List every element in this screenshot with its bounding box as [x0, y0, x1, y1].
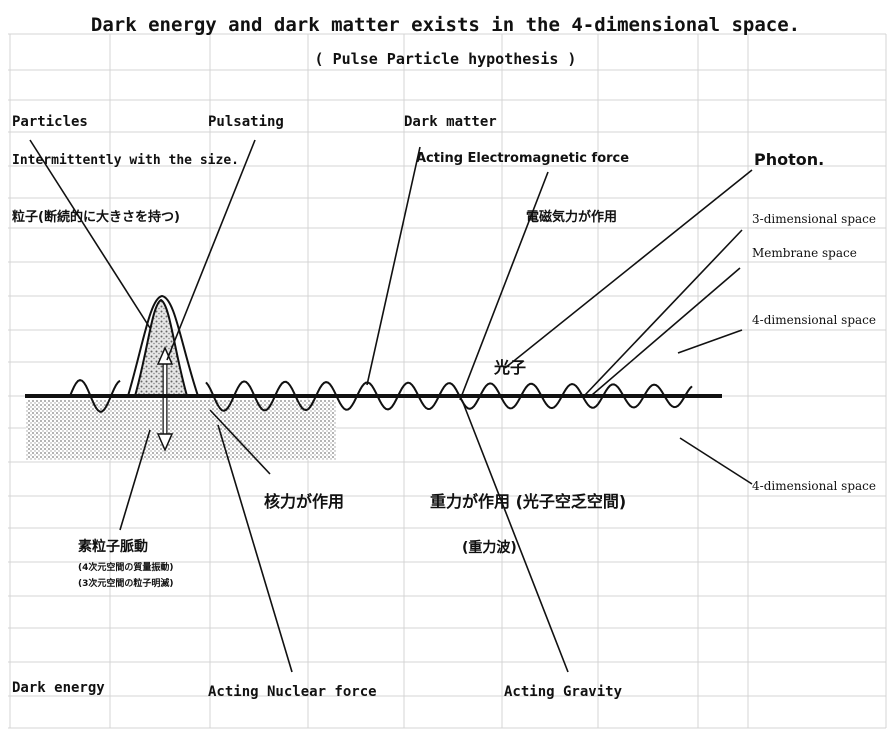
label-particle-jp: 粒子(断続的に大きさを持つ)	[12, 210, 180, 225]
dark-region-shading	[26, 400, 336, 460]
label-3d-space: 3-dimensional space	[752, 212, 876, 226]
label-4d-space-lower: 4-dimensional space	[752, 479, 876, 493]
photon-wave	[69, 379, 693, 413]
label-gravity-jp: 重力が作用 (光子空乏空間)	[430, 492, 627, 511]
label-note-particle-flicker: (3次元空間の粒子明滅)	[78, 579, 174, 589]
label-dark-energy: Dark energy	[12, 680, 105, 696]
label-nuclear-jp: 核力が作用	[264, 492, 345, 511]
leader-lines	[29, 139, 753, 673]
pulsation-arrow-head-down	[156, 433, 174, 452]
label-gravity-wave-jp: (重力波)	[462, 540, 517, 556]
label-dark-matter: Dark matter	[404, 114, 497, 130]
label-pulsating: Pulsating	[208, 114, 284, 130]
label-elementary-pulse-jp: 素粒子脈動	[78, 539, 148, 555]
label-photon: Photon.	[754, 150, 825, 169]
label-em-jp: 電磁気力が作用	[526, 210, 618, 225]
label-membrane-space: Membrane space	[752, 246, 857, 260]
label-acting-nuclear: Acting Nuclear force	[208, 684, 377, 700]
label-intermittent: Intermittently with the size.	[12, 153, 239, 168]
label-acting-em: Acting Electromagnetic force	[416, 151, 630, 166]
particle-peak	[133, 298, 189, 397]
particle-outer-peak	[127, 294, 199, 397]
diagram-subtitle: ( Pulse Particle hypothesis )	[314, 50, 577, 68]
label-particles: Particles	[12, 114, 88, 130]
diagram-title: Dark energy and dark matter exists in th…	[90, 14, 801, 36]
label-acting-gravity: Acting Gravity	[504, 684, 623, 700]
label-4d-space-upper: 4-dimensional space	[752, 313, 876, 327]
label-photon-jp: 光子	[494, 358, 527, 377]
label-note-mass-oscillation: (4次元空間の質量振動)	[78, 563, 174, 573]
